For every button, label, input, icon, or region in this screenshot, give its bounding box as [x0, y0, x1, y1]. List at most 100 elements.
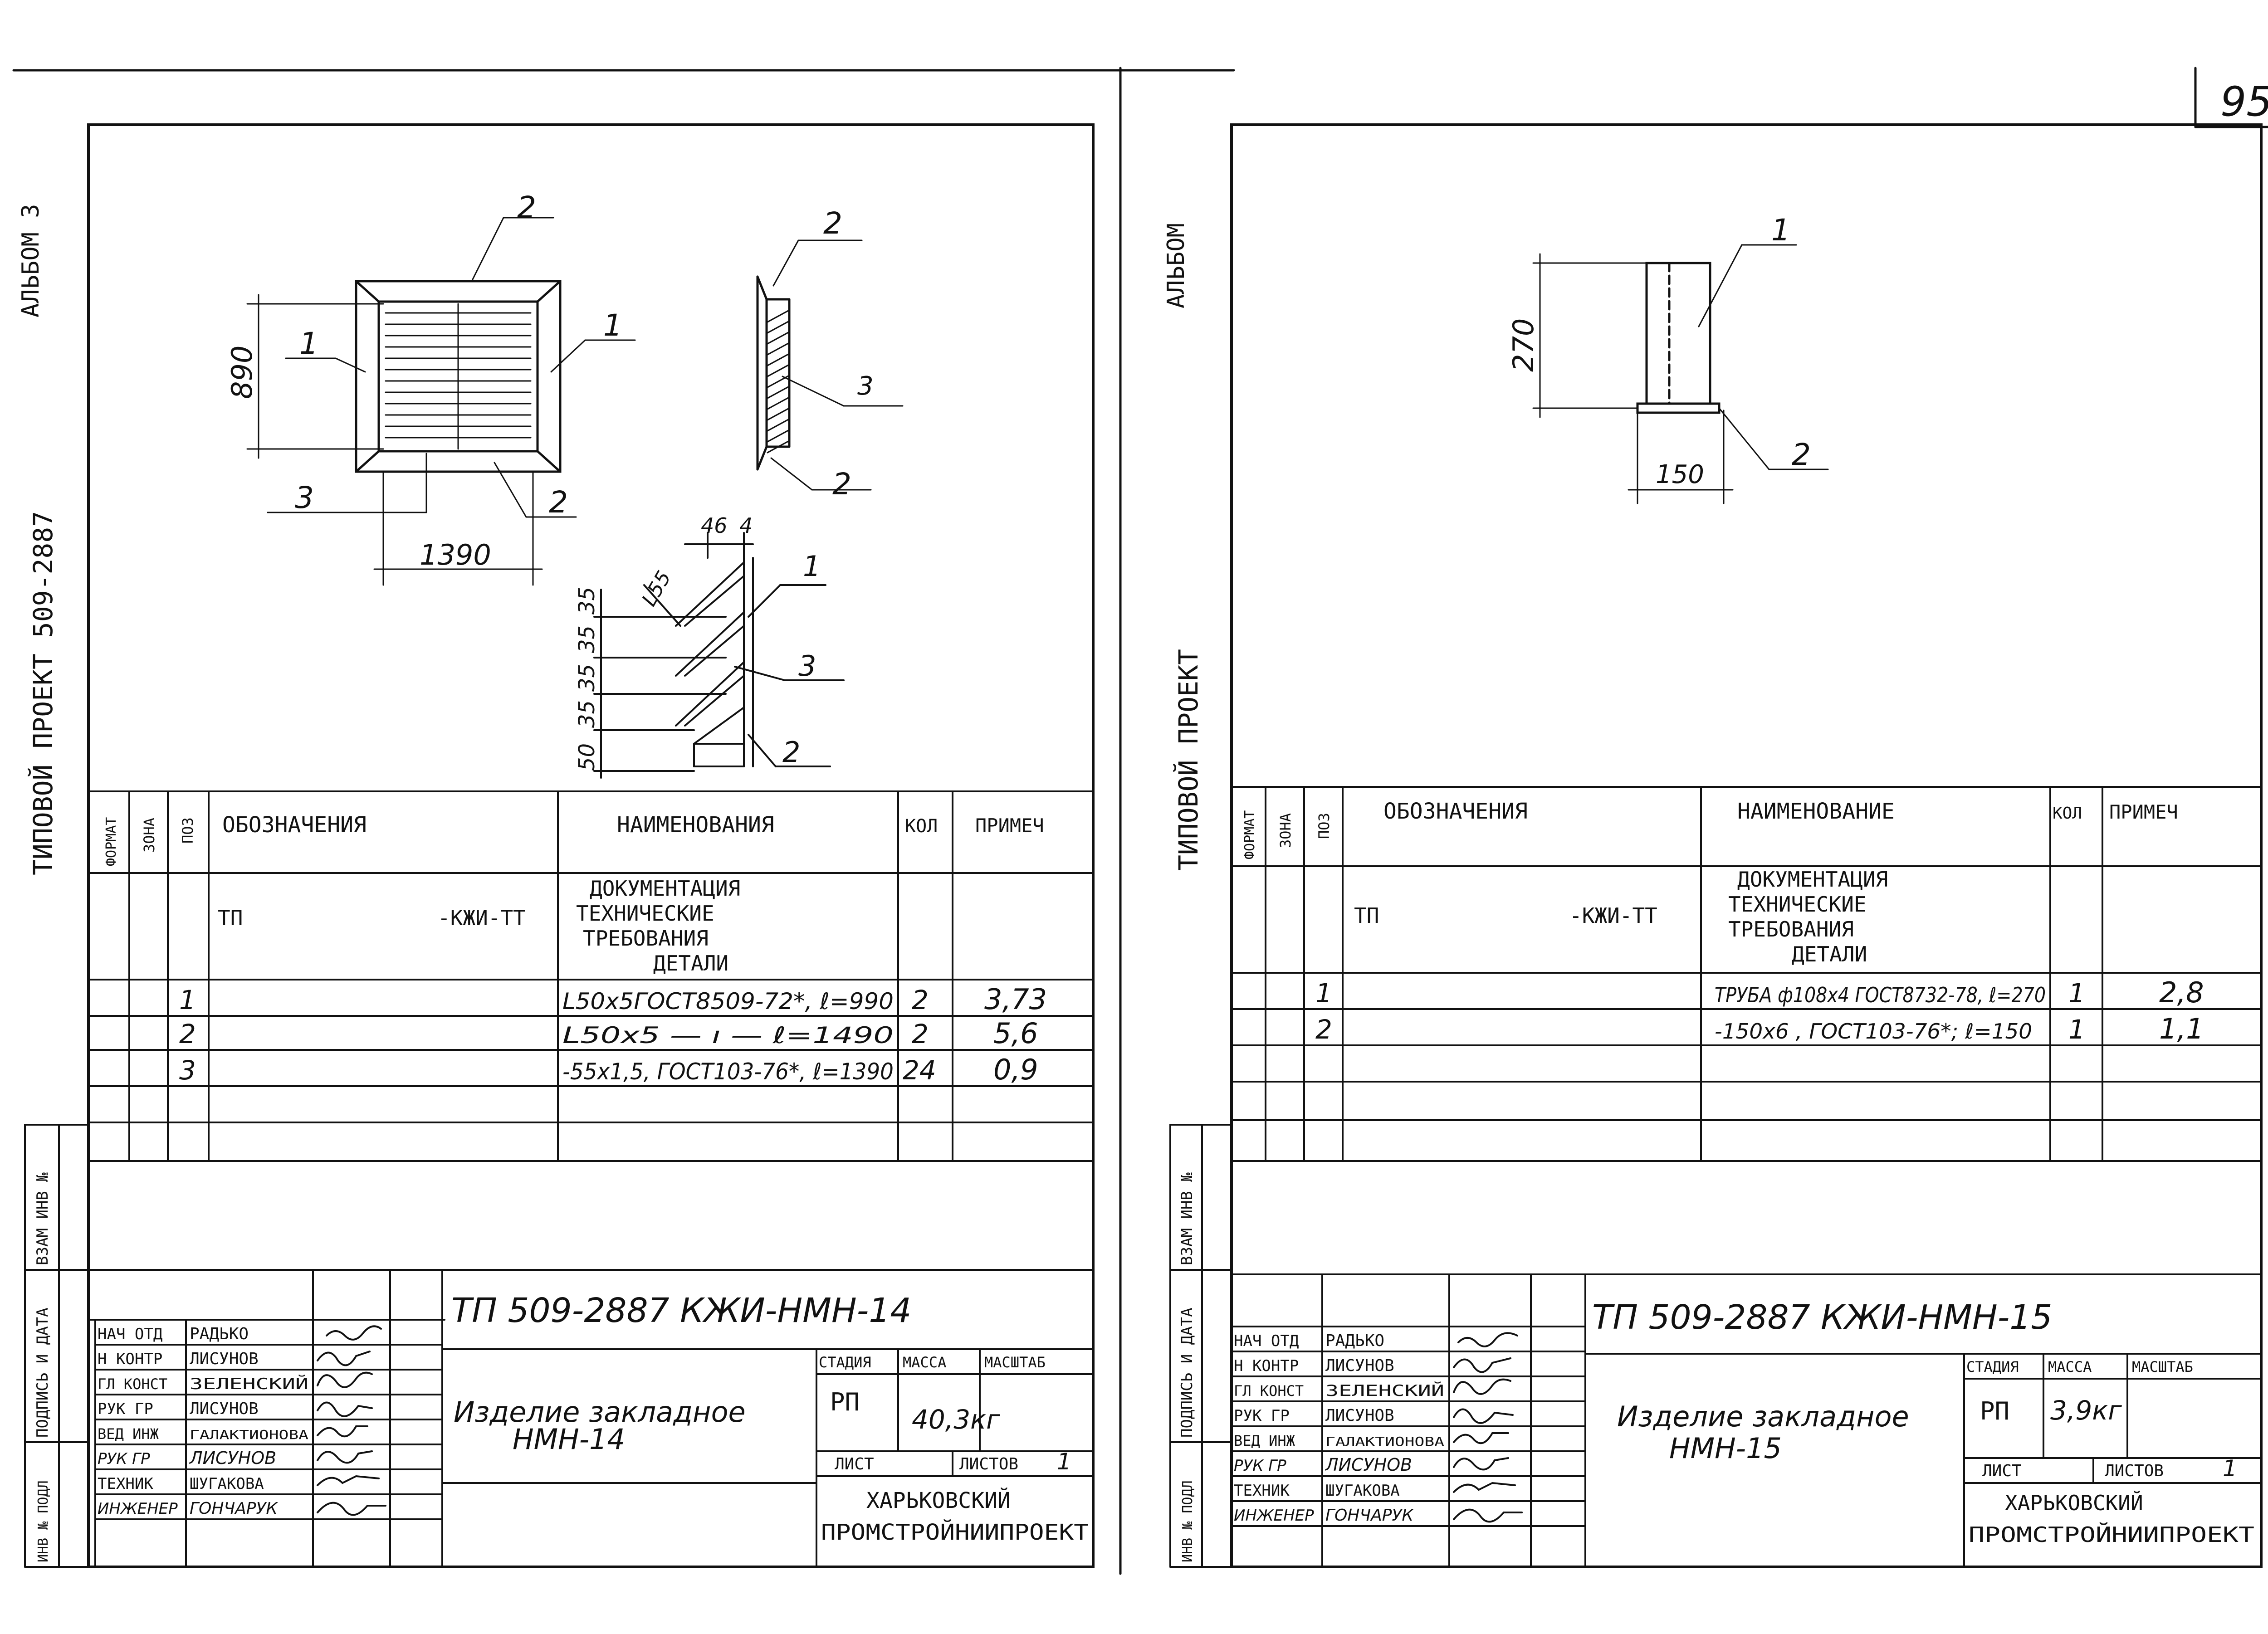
staff-row: НАЧ ОТД РАДЬКО	[98, 1325, 249, 1343]
staff-row: РУК ГР ЛИСУНОВ	[98, 1400, 259, 1418]
staff-row: ВЕД ИНЖ ГАЛАКТИОНОВА	[98, 1425, 308, 1443]
label-sheet: ЛИСТ	[1982, 1462, 2022, 1480]
spec-pos: 2	[179, 1019, 196, 1049]
doc-title: ДОКУМЕНТАЦИЯ	[590, 876, 740, 901]
spec-table-grid	[1231, 786, 2262, 1162]
hatch-line	[767, 342, 789, 356]
project-label: ТИПОВОЙ ПРОЕКТ	[1173, 649, 1204, 871]
signatures	[1453, 1332, 1523, 1523]
staff-role: ИНЖЕНЕР	[1234, 1507, 1314, 1525]
hatch-line	[767, 310, 789, 323]
spec-note: 1,1	[2159, 1012, 2204, 1045]
pos-label: 1	[299, 326, 318, 361]
label-mass: МАССА	[903, 1354, 946, 1371]
staff-row: ИНЖЕНЕР ГОНЧАРУК	[98, 1499, 278, 1518]
staff-name: ЛИСУНОВ	[1325, 1356, 1394, 1375]
org-name: ХАРЬКОВСКИЙ	[866, 1488, 1011, 1513]
stamp-label-signature: ПОДПИСЬ И ДАТА	[1178, 1307, 1196, 1438]
header-note: ПРИМЕЧ	[2109, 801, 2178, 823]
spec-qty: 2	[912, 1019, 929, 1049]
label-sheet: ЛИСТ	[835, 1455, 874, 1473]
hatch-line	[767, 419, 789, 432]
staff-role: ВЕД ИНЖ	[1234, 1432, 1295, 1449]
stamp-label-inventory: ИНВ № ПОДЛ	[35, 1480, 51, 1562]
spec-row: 1 L50x5ГОСТ8509-72*, ℓ=990 2 3,73	[179, 983, 1047, 1016]
spec-pos: 1	[1315, 978, 1332, 1009]
hatch-line	[767, 429, 789, 443]
staff-row: РУК ГР ЛИСУНОВ	[1234, 1406, 1394, 1425]
pos-label: 2	[549, 485, 568, 520]
staff-name: ЛИСУНОВ	[1325, 1406, 1394, 1425]
product-name: Изделие закладное	[1617, 1400, 1909, 1433]
org-name: ПРОМСТРОЙНИИПРОЕКТ	[821, 1519, 1089, 1545]
dim-label: 890	[225, 346, 259, 399]
front-view-dimensions	[246, 217, 636, 586]
staff-name: ГОНЧАРУК	[1325, 1506, 1414, 1525]
mass-value: 40,3кг	[912, 1404, 1000, 1435]
org-name: ПРОМСТРОЙНИИПРОЕКТ	[1969, 1522, 2254, 1547]
header-zone: ЗОНА	[141, 818, 158, 853]
staff-role: ТЕХНИК	[1234, 1482, 1290, 1500]
hatch-line	[767, 321, 789, 334]
staff-role: ТЕХНИК	[98, 1475, 153, 1493]
dim-label: 1390	[420, 538, 491, 571]
spec-qty: 2	[912, 985, 929, 1015]
spec-qty: 24	[903, 1055, 936, 1086]
title-block-grid	[88, 1269, 1094, 1568]
stamp-label-replacement: ВЗАМ ИНВ №	[34, 1172, 52, 1265]
spec-row: 2 L50x5 — ı — ℓ=1490 2 5,6	[179, 1017, 1038, 1050]
header-name: НАИМЕНОВАНИЕ	[1737, 799, 1895, 824]
header-designation: ОБОЗНАЧЕНИЯ	[222, 812, 367, 838]
sheets-value: 1	[2223, 1455, 2237, 1482]
staff-name: ГАЛАКТИОНОВА	[190, 1427, 308, 1442]
staff-role: РУК ГР	[1234, 1457, 1286, 1475]
pos-label: 3	[798, 649, 816, 683]
label-mass: МАССА	[2048, 1358, 2092, 1375]
pos-label: 3	[295, 480, 314, 515]
stamp-label-inventory: ИНВ № ПОДЛ	[1180, 1480, 1196, 1562]
album-label: АЛЬБОМ 3	[17, 204, 44, 317]
doc-title: ДЕТАЛИ	[1792, 942, 1867, 966]
staff-row: ИНЖЕНЕР ГОНЧАРУК	[1234, 1506, 1414, 1525]
doc-title: ТРЕБОВАНИЯ	[583, 926, 709, 951]
staff-row: ВЕД ИНЖ ГАЛАКТИОНОВА	[1234, 1432, 1444, 1449]
pos-label: 2	[823, 206, 842, 241]
stage-value: РП	[1980, 1397, 2009, 1425]
doc-title: ТЕХНИЧЕСКИЕ	[1728, 892, 1867, 917]
doc-designation: ТП	[1354, 903, 1379, 928]
staff-name: ЛИСУНОВ	[190, 1400, 259, 1418]
spec-name: ТРУБА ф108x4 ГОСТ8732-78, ℓ=270	[1715, 983, 2046, 1007]
hatch-line	[767, 408, 789, 421]
label-sheets: ЛИСТОВ	[959, 1455, 1018, 1473]
header-format: ФОРМАТ	[103, 817, 119, 866]
hatch-line	[767, 353, 789, 366]
album-label: АЛЬБОМ	[1163, 223, 1190, 308]
dim-label: 50	[574, 743, 600, 771]
sheet-edges	[12, 67, 2268, 1575]
staff-row: ТЕХНИК ШУГАКОВА	[1234, 1482, 1400, 1500]
doc-code: -КЖИ-ТТ	[438, 906, 526, 930]
header-pos: ПОЗ	[179, 817, 196, 844]
spec-note: 3,73	[984, 983, 1047, 1016]
staff-row: Н КОНТР ЛИСУНОВ	[1234, 1356, 1394, 1375]
product-code: НМН-14	[513, 1423, 625, 1456]
stamp-label-replacement: ВЗАМ ИНВ №	[1178, 1172, 1196, 1265]
staff-row: ГЛ КОНСТ ЗЕЛЕНСКИЙ	[98, 1375, 308, 1393]
dim-label: 270	[1507, 318, 1540, 372]
staff-name: ЛИСУНОВ	[190, 1350, 259, 1368]
header-zone: ЗОНА	[1277, 813, 1294, 848]
dim-label: 35	[574, 700, 600, 728]
staff-name: ШУГАКОВА	[1325, 1482, 1400, 1500]
header-pos: ПОЗ	[1315, 813, 1333, 839]
staff-name: ЛИСУНОВ	[1325, 1455, 1412, 1475]
staff-role: ГЛ КОНСТ	[1234, 1382, 1304, 1400]
doc-title: ДЕТАЛИ	[653, 951, 728, 976]
product-code: НМН-15	[1669, 1432, 1782, 1465]
hatch-line	[767, 386, 789, 399]
sheets-value: 1	[1057, 1449, 1071, 1475]
staff-name: РАДЬКО	[190, 1325, 249, 1343]
label-stage: СТАДИЯ	[819, 1354, 871, 1371]
doc-title: ТРЕБОВАНИЯ	[1728, 917, 1854, 941]
spec-qty: 1	[2068, 1014, 2085, 1045]
staff-role: Н КОНТР	[98, 1350, 162, 1368]
